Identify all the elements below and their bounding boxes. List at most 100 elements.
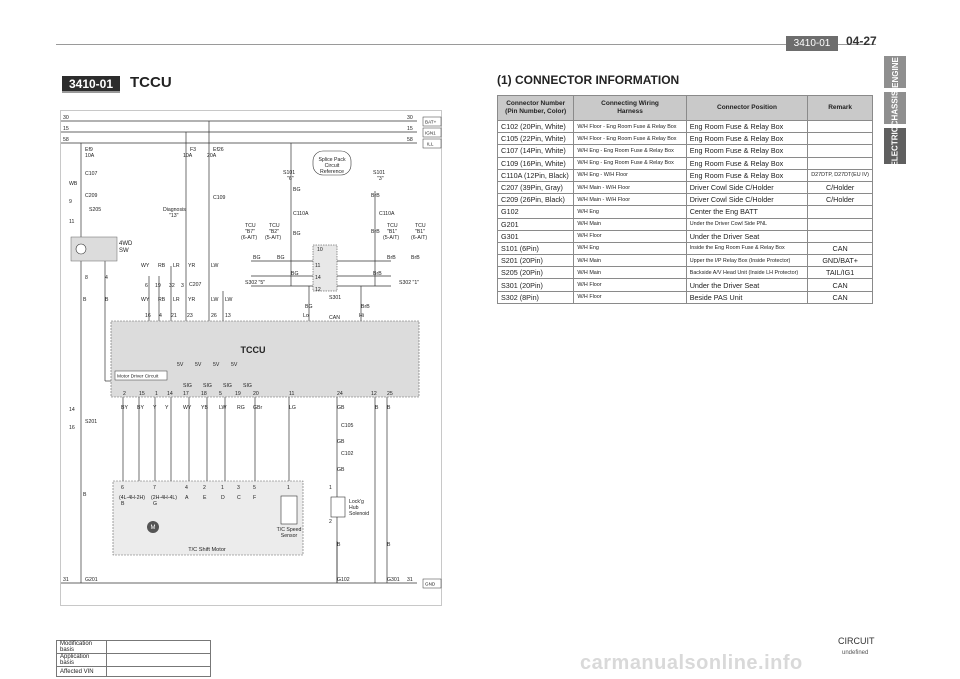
application-basis-label: Application basis bbox=[56, 653, 107, 667]
pin-3: 3 bbox=[181, 283, 184, 289]
side-tab-electric[interactable]: ELECTRIC bbox=[884, 126, 906, 166]
wire-gb-3: GB bbox=[337, 467, 345, 473]
wire-brb-5: BrB bbox=[373, 271, 382, 277]
wire-yr-2: YR bbox=[188, 297, 195, 303]
table-row: C102 (20Pin, White)W/H Floor - Eng Room … bbox=[496, 119, 873, 134]
sv-label-1: 5V bbox=[177, 362, 184, 368]
tccu-label: TCCU bbox=[241, 345, 266, 355]
wire-yr-1: YR bbox=[188, 263, 195, 269]
wire-b-2: B bbox=[387, 405, 391, 411]
wire-rg-1: RG bbox=[237, 405, 245, 411]
wire-brb-6: BrB bbox=[361, 304, 370, 310]
cell-position: Eng Room Fuse & Relay Box bbox=[685, 144, 809, 158]
wire-brb-1: BrB bbox=[371, 193, 380, 199]
table-row: C109 (16Pin, White)W/H Eng - Eng Room Fu… bbox=[496, 156, 873, 170]
rail-58-right: 58 bbox=[407, 137, 413, 143]
wire-brb-4: BrB bbox=[411, 255, 420, 261]
cell-harness: W/H Floor bbox=[573, 278, 687, 292]
pin-19b: 19 bbox=[235, 391, 241, 397]
splice-pack-label1: Splice Pack bbox=[318, 157, 346, 163]
fuse-ef9-amp: 10A bbox=[85, 153, 95, 159]
cell-remark bbox=[807, 205, 873, 219]
diagnosis-pin: "13" bbox=[169, 213, 179, 219]
cell-connector-number: C109 (16Pin, White) bbox=[496, 156, 575, 170]
footer-circuit: CIRCUIT bbox=[838, 636, 875, 646]
pin-12b: 12 bbox=[371, 391, 377, 397]
cell-remark bbox=[807, 119, 873, 134]
cell-harness: W/H Eng - Eng Room Fuse & Relay Box bbox=[573, 144, 687, 158]
cell-connector-number: S201 (20Pin) bbox=[496, 254, 575, 268]
cell-position: Eng Room Fuse & Relay Box bbox=[685, 119, 809, 134]
s101a-pin: "6" bbox=[287, 176, 294, 182]
side-tab-engine[interactable]: ENGINE bbox=[884, 56, 906, 88]
pin-14: 14 bbox=[315, 275, 321, 281]
wire-by-1: BY bbox=[121, 405, 128, 411]
side-tab-chassis[interactable]: CHASSIS bbox=[884, 90, 906, 126]
rail-30-left: 30 bbox=[63, 115, 69, 121]
pin-1c: 1 bbox=[287, 485, 290, 491]
pin-2: 2 bbox=[123, 391, 126, 397]
c102-label: C102 bbox=[341, 451, 354, 457]
modification-basis-label: Modification basis bbox=[56, 640, 107, 654]
wire-wb-3: WY bbox=[183, 405, 192, 411]
pin-19: 19 bbox=[155, 283, 161, 289]
cell-remark bbox=[807, 229, 873, 243]
pin-8: 8 bbox=[85, 275, 88, 281]
wire-brb-3: BrB bbox=[387, 255, 396, 261]
wire-wy-1: WY bbox=[141, 263, 150, 269]
pin-16: 16 bbox=[145, 313, 151, 319]
s101b-label: S101 bbox=[373, 170, 385, 176]
connector-table-body: C102 (20Pin, White)W/H Floor - Eng Room … bbox=[496, 119, 873, 304]
cell-harness: W/H Eng - Eng Room Fuse & Relay Box bbox=[573, 156, 687, 170]
pin-5: 5 bbox=[219, 391, 222, 397]
tcu-b1b-model: (6-A/T) bbox=[411, 235, 427, 241]
pin-23: 23 bbox=[187, 313, 193, 319]
c209-label: C209 bbox=[85, 193, 98, 199]
cell-position: Eng Room Fuse & Relay Box bbox=[685, 168, 809, 182]
rail-15-left: 15 bbox=[63, 126, 69, 132]
pin-2b: 2 bbox=[203, 485, 206, 491]
pin-4c: 4 bbox=[185, 485, 188, 491]
cell-position: Under the Driver Seat bbox=[685, 278, 809, 292]
tcu-b2-model: (5-A/T) bbox=[265, 235, 281, 241]
cell-harness: W/H Main bbox=[573, 217, 687, 231]
cell-remark: CAN bbox=[807, 241, 873, 256]
tc-speed-label2: Sensor bbox=[281, 533, 298, 539]
pin-11b: 11 bbox=[315, 263, 320, 269]
wire-b-7: B bbox=[387, 542, 391, 548]
c110a-right-label: C110A bbox=[379, 211, 395, 217]
wire-gb-2: GB bbox=[337, 439, 345, 445]
motor-pin-d: D bbox=[221, 495, 225, 501]
c110a-left-label: C110A bbox=[293, 211, 309, 217]
cell-position: Under the Driver Seat bbox=[685, 229, 809, 243]
page-number: 04-27 bbox=[846, 34, 877, 48]
pin-16b: 16 bbox=[69, 425, 75, 431]
cell-position: Driver Cowl Side C/Holder bbox=[685, 193, 809, 207]
tcu-b1b-pin: "B1" bbox=[415, 229, 425, 235]
motor-pin-e: E bbox=[203, 495, 207, 501]
cell-connector-number: C207 (39Pin, Gray) bbox=[496, 180, 575, 195]
sv-label-4: 5V bbox=[231, 362, 238, 368]
pin-11c: 11 bbox=[289, 391, 294, 397]
wiring-diagram: TCCU Motor Driver Circuit M T/C Shift Mo… bbox=[60, 110, 442, 606]
motor-symbol-label: M bbox=[151, 525, 156, 531]
cell-remark bbox=[807, 156, 873, 170]
pin-21: 21 bbox=[171, 313, 177, 319]
affected-vin-value bbox=[106, 666, 211, 677]
ign-label: IGN1 bbox=[425, 131, 436, 136]
mode-4l2h: (4L-4H-2H) bbox=[119, 495, 145, 501]
tcu-b2-label: TCU bbox=[269, 223, 280, 229]
cell-harness: W/H Eng - W/H Floor bbox=[573, 168, 687, 182]
wire-bg-1: BG bbox=[293, 187, 301, 193]
wire-rb-2: RB bbox=[158, 297, 166, 303]
wire-bg-6: BG bbox=[305, 304, 313, 310]
wire-b-6: B bbox=[337, 542, 341, 548]
cell-connector-number: C102 (20Pin, White) bbox=[496, 119, 575, 134]
pin-12: 12 bbox=[315, 287, 321, 293]
pin-18: 18 bbox=[201, 391, 207, 397]
s101b-pin: "3" bbox=[377, 176, 384, 182]
